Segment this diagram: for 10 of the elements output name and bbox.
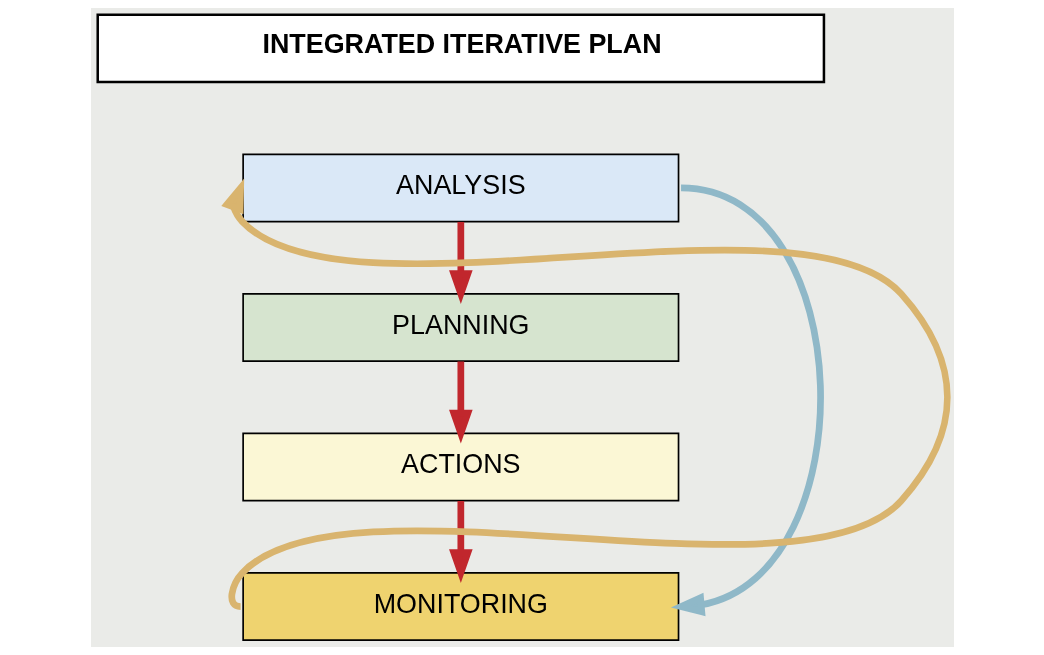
node-box: INTEGRATED ITERATIVE PLAN: [95, 13, 825, 84]
arrow: [220, 178, 950, 609]
node-box: PLANNING: [241, 293, 679, 362]
arrow: [448, 361, 473, 444]
arrow: [448, 221, 473, 304]
node-box: ANALYSIS: [241, 153, 679, 223]
arrow: [670, 184, 824, 617]
node-box: MONITORING: [241, 572, 679, 641]
arrow: [448, 501, 473, 583]
node-box: ACTIONS: [241, 432, 679, 502]
